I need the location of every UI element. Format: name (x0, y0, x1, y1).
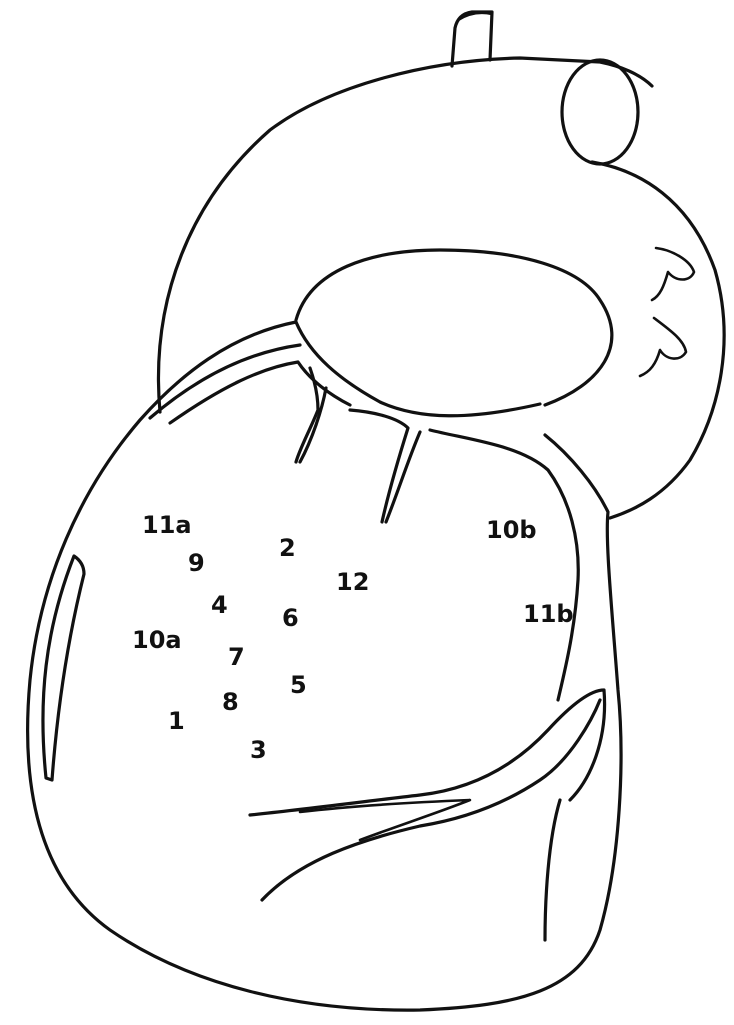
branch-right (430, 430, 578, 700)
label-9: 9 (188, 551, 205, 575)
groove-outer-left (150, 345, 300, 418)
aortic-root-lower (296, 322, 540, 416)
lower-vessel-outer (250, 690, 605, 815)
label-3: 3 (250, 738, 267, 762)
label-7: 7 (228, 645, 245, 669)
label-10b: 10b (486, 518, 537, 542)
label-4: 4 (211, 593, 228, 617)
label-10a: 10a (132, 628, 182, 652)
label-2: 2 (279, 536, 296, 560)
label-12: 12 (336, 570, 369, 594)
branch-mid (350, 410, 408, 522)
label-8: 8 (222, 690, 239, 714)
vessel-opening (562, 60, 638, 164)
right-margin-line (545, 800, 560, 940)
label-11b: 11b (523, 602, 574, 626)
appendage-mark-1 (652, 248, 694, 300)
aortic-root-outline (296, 250, 612, 405)
label-1: 1 (168, 709, 185, 733)
appendage-mark-2 (640, 318, 686, 376)
label-6: 6 (282, 606, 299, 630)
ventricle-outline (28, 322, 621, 1010)
groove-inner-left (170, 362, 350, 423)
label-11a: 11a (142, 513, 192, 537)
great-vessel-outline (158, 58, 652, 412)
label-5: 5 (290, 673, 307, 697)
